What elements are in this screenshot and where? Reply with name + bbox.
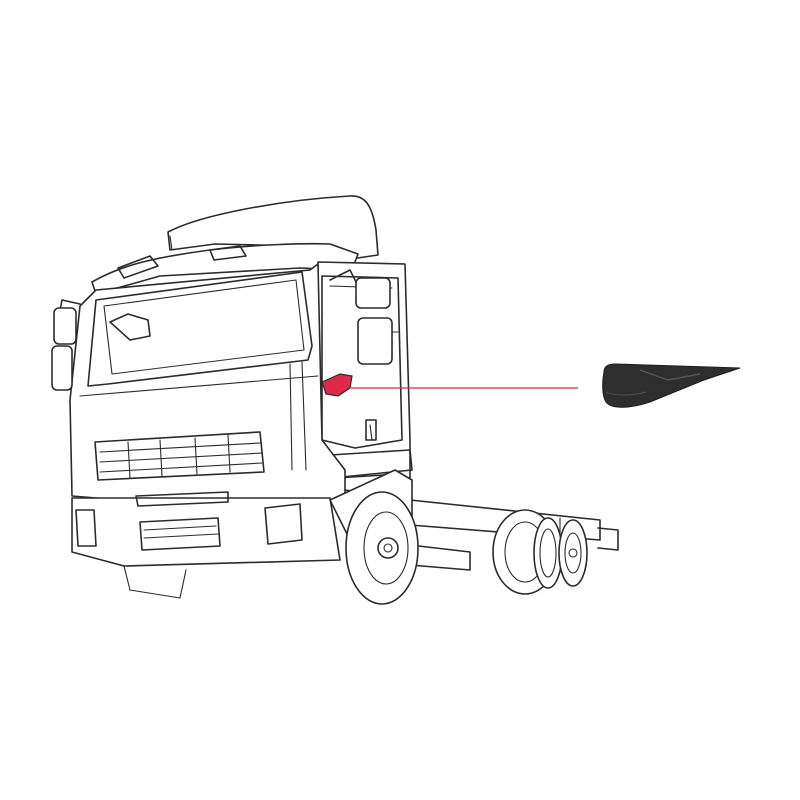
rear-wheels [492,509,588,595]
left-mirrors [51,299,81,391]
cab-front [69,263,346,501]
front-wheel [329,469,419,605]
front-bumper [71,491,341,599]
truck-illustration [51,195,619,605]
front-grille [94,431,265,481]
mirror-bracket-cover-icon [602,363,741,408]
right-mirrors [329,269,399,365]
cab-roof [91,242,359,295]
